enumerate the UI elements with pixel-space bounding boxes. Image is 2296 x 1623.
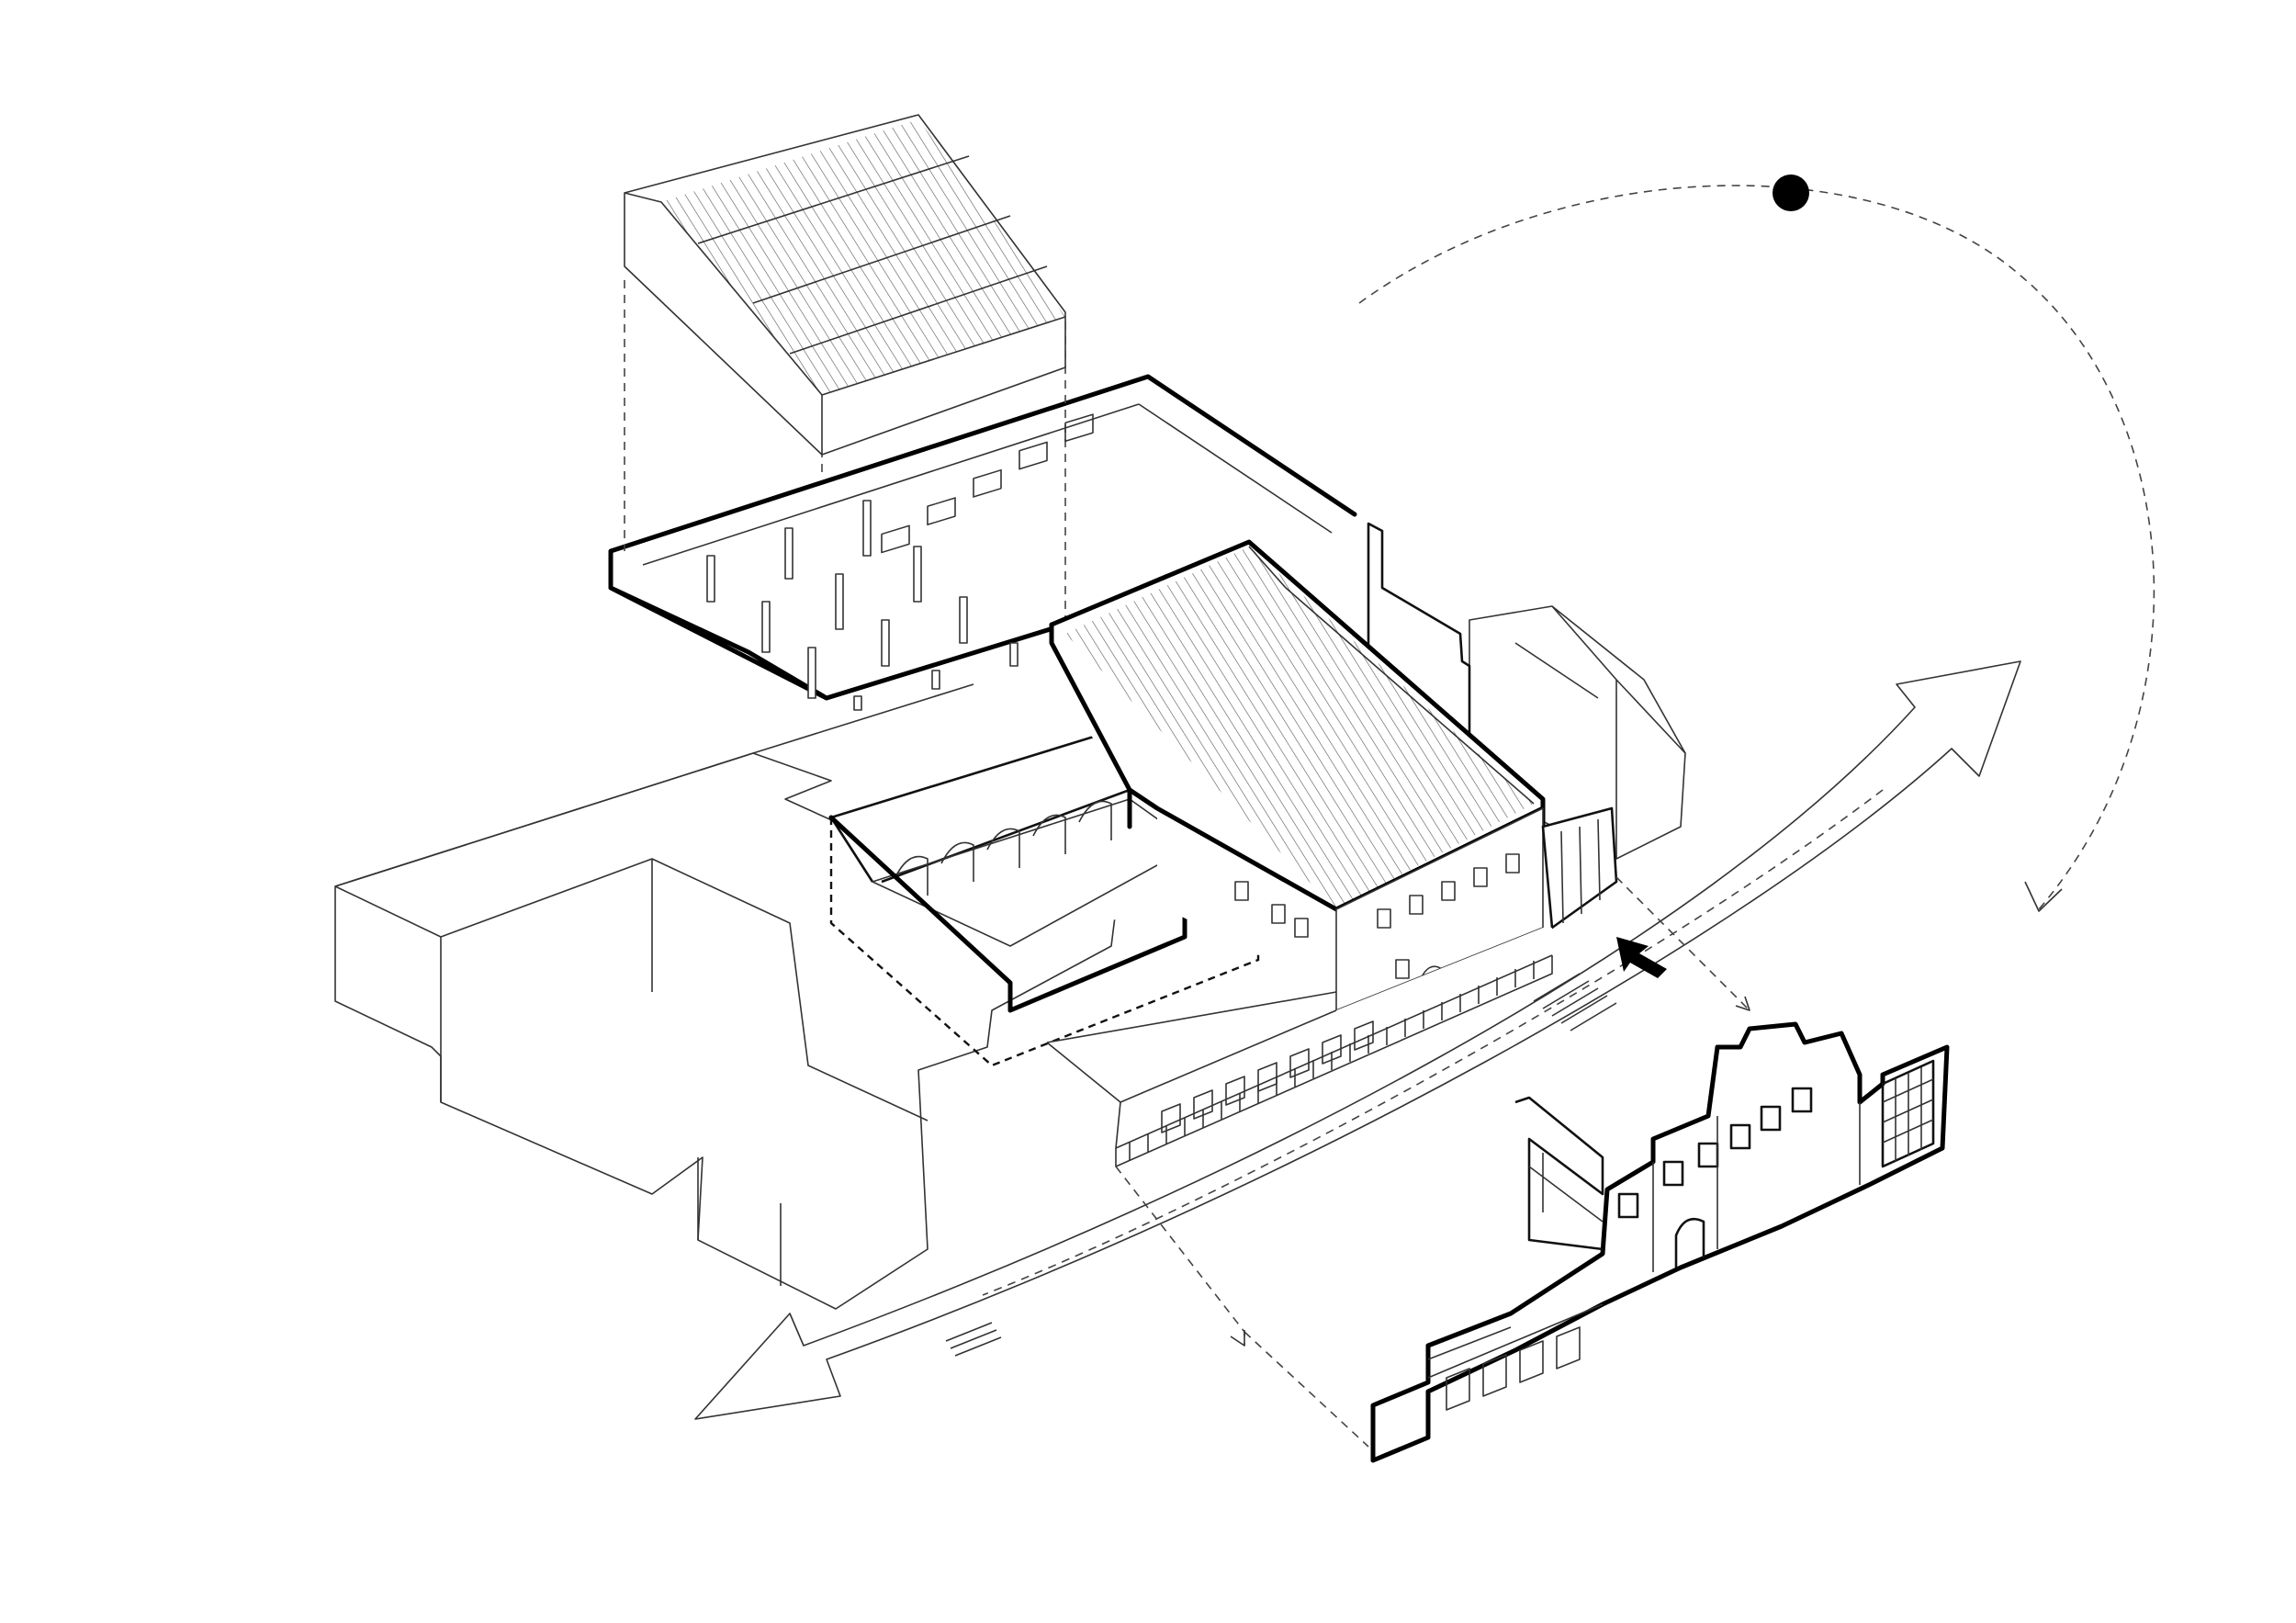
slab-inner-edge [642, 403, 1333, 566]
facade-lower-windows [1427, 1303, 1604, 1411]
sun-path [1358, 175, 2155, 912]
street-facade-elevation [1370, 1021, 1950, 1463]
slab-outline [608, 374, 1357, 701]
roof-projection-lines [624, 280, 1066, 625]
neighbour-left-roofline [334, 858, 929, 1286]
facade-projection-lines [1115, 876, 1750, 1448]
facade-outline [1370, 1021, 1950, 1463]
columns [706, 500, 1019, 711]
upper-floor-slab [608, 374, 1357, 711]
front-fence [1115, 955, 1553, 1167]
facade-grid-screen [1881, 1059, 1935, 1168]
exploded-roof [624, 114, 1066, 625]
main-roof-hatching [1065, 547, 1534, 909]
courtyard-arches [895, 800, 1112, 896]
entry-arrow-icon [1616, 937, 1667, 978]
crosswalk-lower [945, 1322, 1002, 1357]
street-arrow-outline [694, 660, 2021, 1420]
facade-central-windows [1617, 1087, 1861, 1272]
sun-icon [1773, 175, 1809, 211]
ground-line [334, 683, 974, 887]
main-building [828, 413, 1618, 1167]
sun-arc [1358, 185, 2155, 910]
side-windows [1234, 881, 1309, 938]
roof-hatching [661, 119, 1065, 395]
sun-arc-arrowhead [2024, 881, 2063, 912]
street-double-arrow-icon [694, 660, 2021, 1420]
glazed-entrance [1541, 806, 1618, 930]
crosswalk-upper [1533, 973, 1617, 1031]
street-centerline [982, 789, 1884, 1296]
roof-outline [624, 114, 1066, 456]
courtyard-windows [881, 413, 1094, 554]
